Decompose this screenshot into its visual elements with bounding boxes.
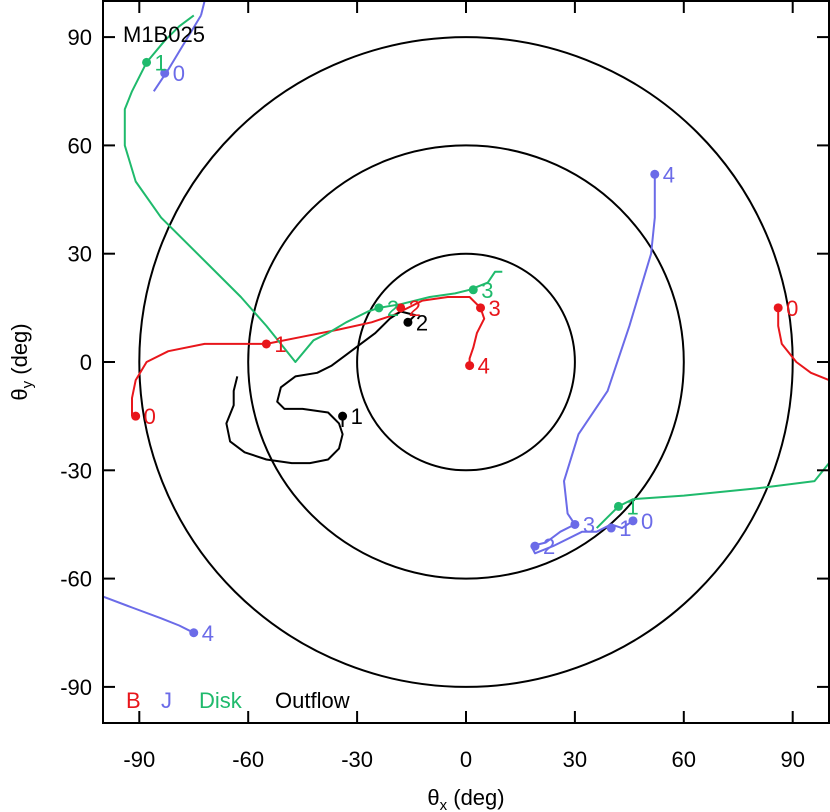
disk-track-0 (123, 14, 503, 363)
j-track-3 (563, 174, 656, 525)
outflow-marker-0 (403, 317, 413, 327)
y-tick-label-2: -30 (60, 458, 92, 483)
disk-marker-label-0: 1 (155, 50, 167, 75)
reference-circle-r60 (247, 144, 685, 580)
y-tick-label-5: 60 (68, 133, 92, 158)
disk-marker-label-1: 2 (387, 296, 399, 321)
b-marker-label-2: 2 (409, 296, 421, 321)
y-axis-title: θy (deg) (7, 323, 36, 400)
x-axis-title-sub: x (440, 797, 448, 812)
x-tick-label-1: -60 (232, 747, 264, 772)
b-marker-2 (396, 303, 406, 313)
legend-entry-disk: Disk (199, 688, 243, 713)
chart-title: M1B025 (123, 22, 205, 47)
x-tick-label-6: 90 (780, 747, 804, 772)
b-marker-0 (131, 411, 141, 421)
b-track-0 (131, 296, 482, 417)
outflow-marker-label-0: 2 (416, 310, 428, 335)
legend-entry-j: J (161, 688, 172, 713)
disk-track-1 (595, 462, 829, 529)
j-marker-5 (606, 523, 616, 533)
disk-marker-label-2: 3 (481, 278, 493, 303)
x-tick-label-0: -90 (123, 747, 155, 772)
disk-marker-3 (613, 501, 623, 511)
b-track-1 (468, 307, 486, 366)
y-tick-label-1: -60 (60, 567, 92, 592)
j-marker-label-5: 1 (619, 516, 631, 541)
disk-marker-label-3: 1 (626, 494, 638, 519)
outflow-marker-label-1: 1 (351, 404, 363, 429)
y-tick-label-0: -90 (60, 675, 92, 700)
y-tick-label-3: 0 (80, 350, 92, 375)
j-marker-4 (530, 541, 540, 551)
j-marker-label-2: 4 (663, 162, 675, 187)
b-marker-label-5: 0 (786, 296, 798, 321)
x-axis-title: θx (deg) (427, 785, 504, 812)
x-axis-title-rest: (deg) (447, 785, 504, 810)
reference-circle-r90 (138, 36, 794, 688)
j-marker-label-0: 0 (173, 61, 185, 86)
y-tick-label-4: 30 (68, 242, 92, 267)
j-marker-label-1: 4 (202, 621, 214, 646)
y-axis-title-sub: y (19, 380, 36, 388)
b-marker-1 (261, 339, 271, 349)
j-track-2 (103, 595, 195, 634)
b-marker-label-1: 1 (274, 332, 286, 357)
x-tick-label-4: 30 (563, 747, 587, 772)
y-axis-title-rest: (deg) (7, 323, 32, 380)
reference-circle-r30 (356, 252, 576, 472)
b-marker-5 (773, 303, 783, 313)
x-tick-label-3: 0 (460, 747, 472, 772)
j-marker-label-3: 3 (583, 512, 595, 537)
b-marker-3 (476, 303, 486, 313)
j-marker-label-6: 0 (641, 509, 653, 534)
j-marker-2 (650, 169, 660, 179)
legend-entry-outflow: Outflow (275, 688, 350, 713)
j-marker-0 (160, 68, 170, 78)
disk-marker-1 (374, 303, 384, 313)
y-axis-title-base: θ (7, 388, 32, 400)
outflow-track-0 (225, 310, 417, 465)
y-tick-label-6: 90 (68, 25, 92, 50)
x-tick-label-2: -30 (341, 747, 373, 772)
j-marker-1 (189, 628, 199, 638)
j-marker-label-4: 2 (543, 534, 555, 559)
disk-marker-0 (142, 57, 152, 67)
outflow-marker-1 (338, 411, 348, 421)
disk-marker-2 (468, 285, 478, 295)
b-marker-label-0: 0 (144, 404, 156, 429)
b-marker-4 (465, 361, 475, 371)
j-marker-3 (570, 519, 580, 529)
b-track-2 (777, 307, 829, 382)
j-marker-6 (628, 516, 638, 526)
x-tick-label-5: 60 (672, 747, 696, 772)
b-marker-label-4: 4 (478, 354, 490, 379)
b-marker-label-3: 3 (489, 296, 501, 321)
plot-frame (102, 0, 830, 724)
legend-entry-b: B (126, 688, 141, 713)
x-axis-title-base: θ (427, 785, 439, 810)
j-track-1 (200, 1, 206, 16)
